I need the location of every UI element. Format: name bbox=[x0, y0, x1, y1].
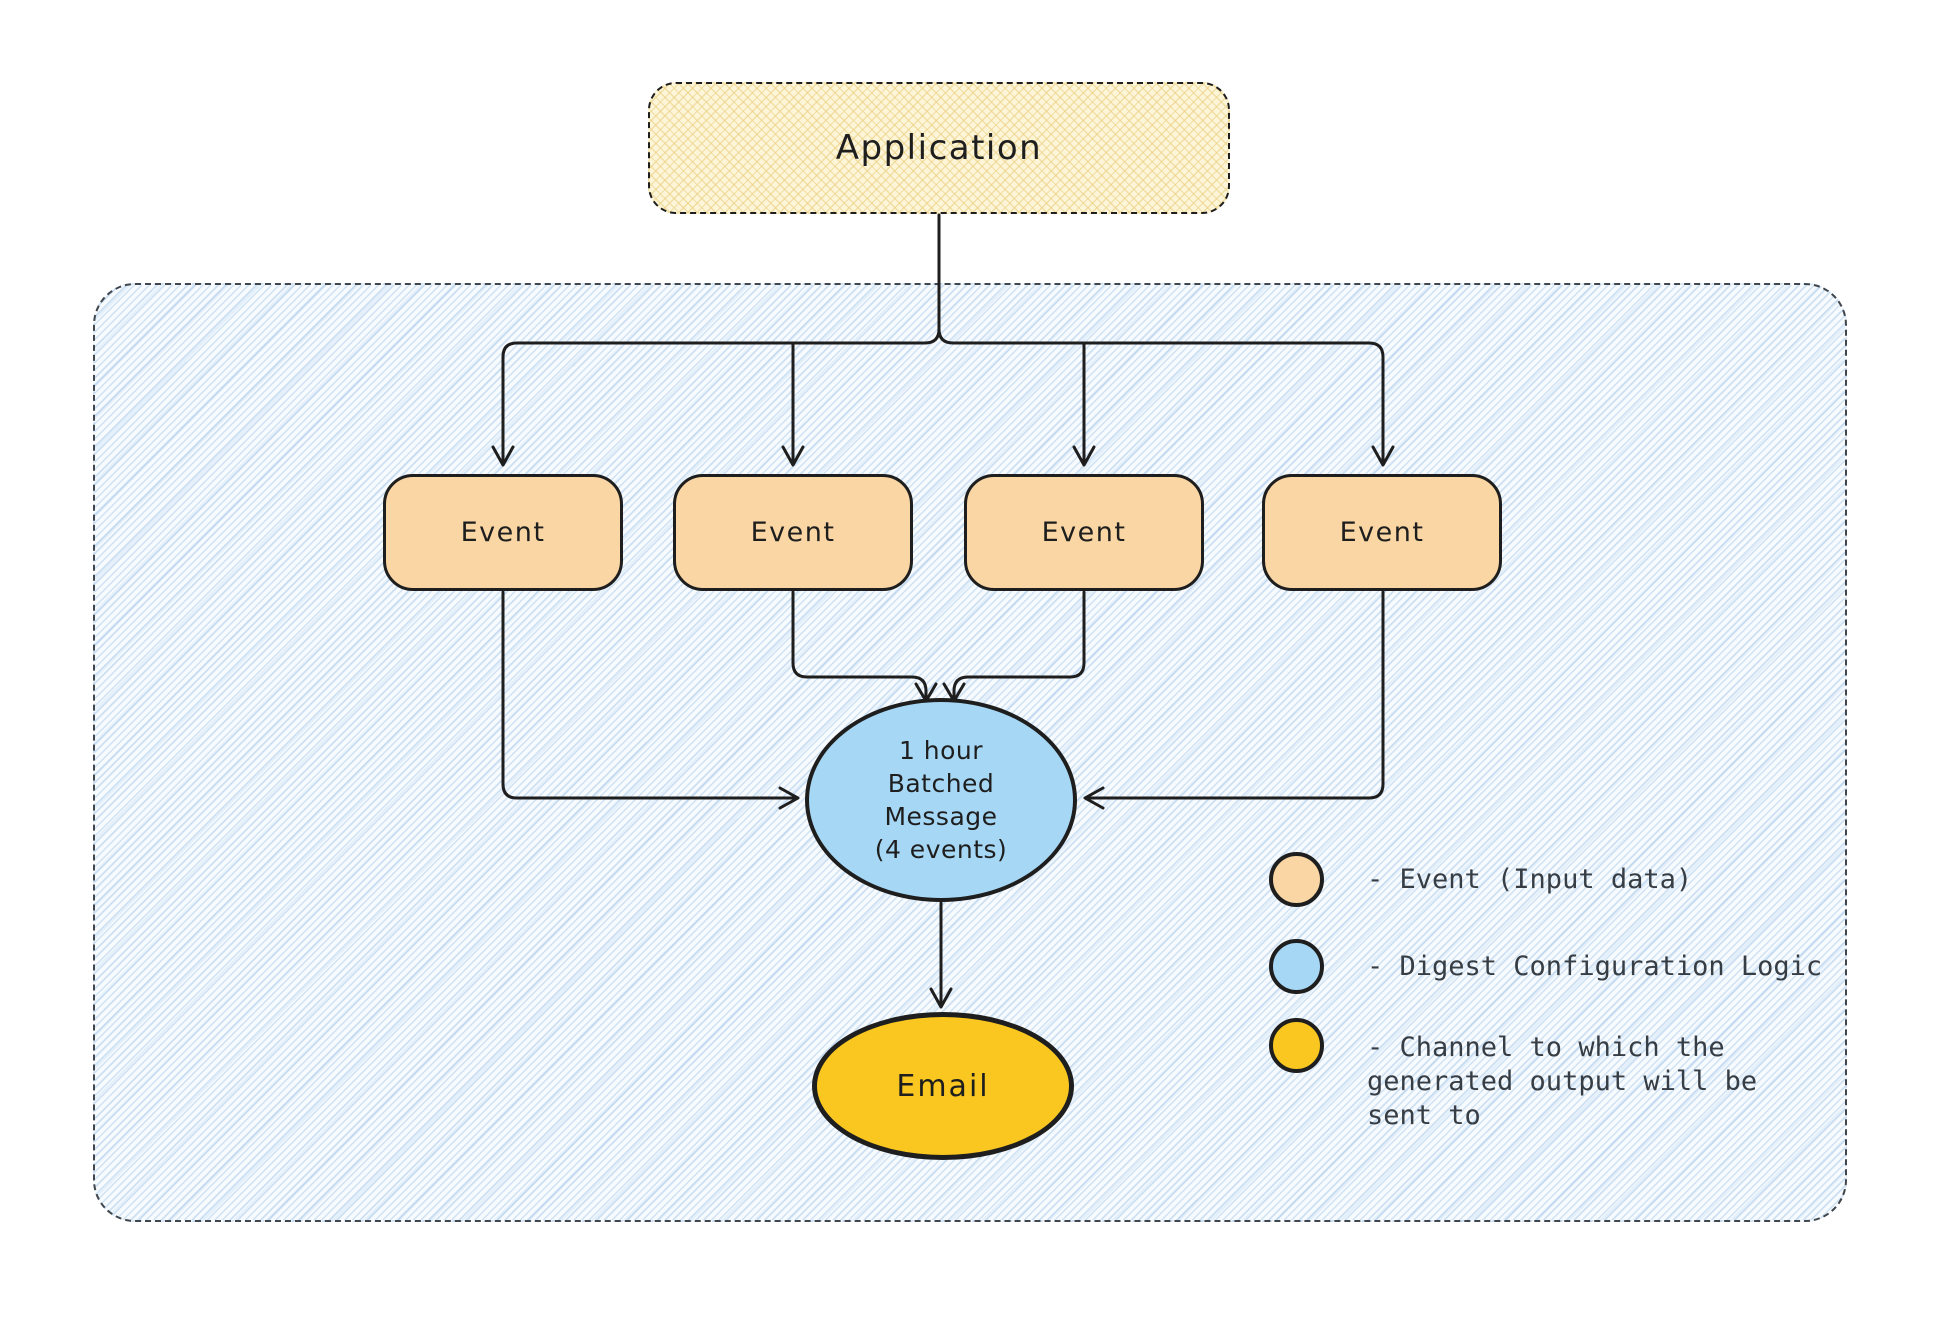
legend-digest-swatch-icon bbox=[1269, 939, 1324, 994]
application-label: Application bbox=[835, 128, 1043, 168]
event-label: Event bbox=[1339, 517, 1425, 548]
event-node-3: Event bbox=[964, 474, 1204, 591]
event-label: Event bbox=[1041, 517, 1127, 548]
digest-label: 1 hour Batched Message (4 events) bbox=[874, 736, 1008, 864]
legend-digest-label: - Digest Configuration Logic bbox=[1367, 951, 1823, 982]
event-node-1: Event bbox=[383, 474, 623, 591]
event-node-4: Event bbox=[1262, 474, 1502, 591]
event-node-2: Event bbox=[673, 474, 913, 591]
legend-channel-label: - Channel to which the generated output … bbox=[1367, 1032, 1758, 1131]
legend-channel-swatch-icon bbox=[1269, 1018, 1324, 1073]
legend-event-label: - Event (Input data) bbox=[1367, 864, 1693, 895]
application-node: Application bbox=[648, 82, 1230, 214]
email-channel-node: Email bbox=[812, 1012, 1074, 1160]
event-label: Event bbox=[460, 517, 546, 548]
email-label: Email bbox=[896, 1068, 990, 1104]
digest-node: 1 hour Batched Message (4 events) bbox=[805, 698, 1077, 902]
event-label: Event bbox=[750, 517, 836, 548]
legend-event-swatch-icon bbox=[1269, 852, 1324, 907]
